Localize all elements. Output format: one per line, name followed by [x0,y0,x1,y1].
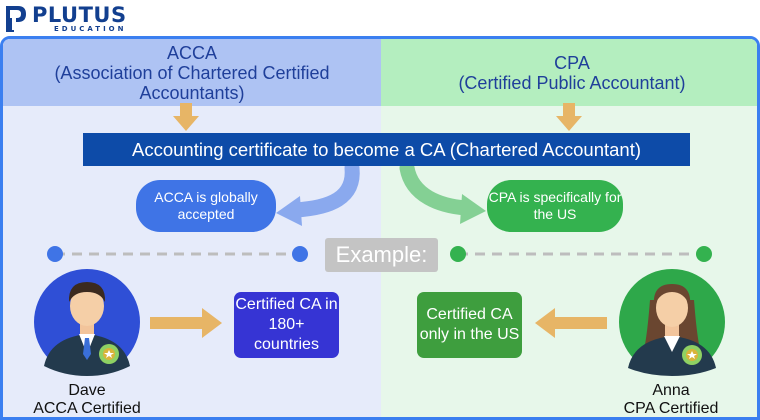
curved-arrow-icon [399,160,486,224]
divider-dot [47,246,63,262]
cpa-header [381,39,757,106]
cpa-note-pill: CPA is specifically for the US [487,180,623,232]
dave-name: Dave [68,382,106,399]
cpa-result-text: Certified CA only in the US [419,306,520,343]
logo-subtitle: EDUCATION [54,25,127,33]
acca-heading: ACCA (Association of Chartered Certified… [13,43,371,103]
award-badge-icon [682,345,702,365]
acca-result-text: Certified CA in 180+ countries [235,296,338,353]
acca-heading-full: (Association of Chartered Certified Acco… [54,63,330,103]
acca-result-box: Certified CA in 180+ countries [234,292,339,358]
divider-dot [450,246,466,262]
anna-label: Anna CPA Certified [596,382,746,418]
cpa-result-box: Certified CA only in the US [417,292,522,358]
anna-title: CPA Certified [623,400,719,417]
right-arrow-icon [150,308,222,338]
divider-dot [696,246,712,262]
acca-note-text: ACCA is globally accepted [154,189,258,222]
left-arrow-icon [535,308,607,338]
plutus-logo-icon [6,6,26,32]
acca-header [3,39,381,106]
cpa-heading-full: (Certified Public Accountant) [458,73,686,93]
avatar-female-icon [619,269,725,376]
ca-banner: Accounting certificate to become a CA (C… [83,133,690,166]
down-arrow-icon [173,103,199,131]
cpa-note-text: CPA is specifically for the US [488,189,622,222]
dave-label: Dave ACCA Certified [12,382,162,418]
anna-name: Anna [652,382,690,399]
cpa-heading: CPA (Certified Public Accountant) [391,53,753,93]
curved-arrow-icon [276,160,360,226]
acca-note-pill: ACCA is globally accepted [136,180,276,232]
plutus-logo: PLUTUS EDUCATION [4,2,154,36]
down-arrow-icon [556,103,582,131]
avatar-male-icon [34,269,140,376]
divider-dot [292,246,308,262]
dave-title: ACCA Certified [33,400,141,417]
award-badge-icon [99,344,119,364]
logo-wordmark: PLUTUS [32,3,127,27]
example-label: Example: [325,238,438,272]
acca-heading-short: ACCA [166,43,217,63]
cpa-heading-short: CPA [554,53,590,73]
